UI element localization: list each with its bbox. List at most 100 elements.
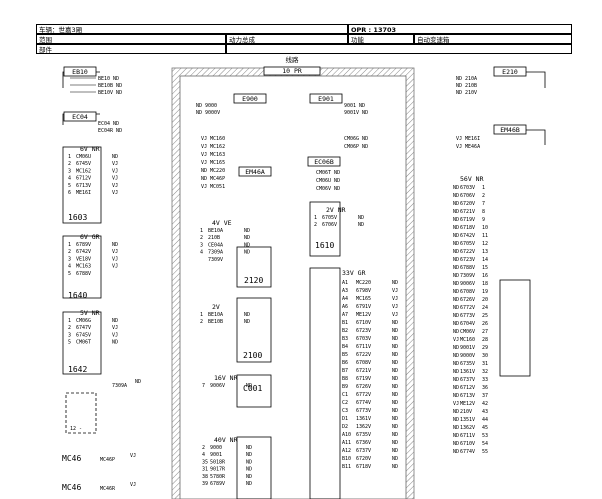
c33v-pin: B4 bbox=[342, 344, 348, 350]
c1640-wire: 6789V bbox=[76, 242, 91, 248]
c33v-color: ND bbox=[392, 360, 398, 366]
c40v-wire: 9000 bbox=[210, 445, 222, 451]
c56v-color: ND bbox=[453, 273, 459, 279]
c40v-color: ND bbox=[246, 459, 252, 465]
component-33v-box bbox=[309, 267, 341, 499]
module-em46a: EM46A bbox=[245, 168, 265, 176]
c56v-wire: 6723V bbox=[460, 257, 475, 263]
c33v-wire: 1361V bbox=[356, 416, 371, 422]
c56v-color: ND bbox=[453, 321, 459, 327]
c56v-pin: 53 bbox=[482, 433, 488, 439]
c33v-color: ND bbox=[392, 336, 398, 342]
c56v-pin: 32 bbox=[482, 369, 488, 375]
c1640-pin: 3 bbox=[68, 256, 71, 262]
c56v-wire: 6705V bbox=[460, 241, 475, 247]
c56v-color: ND bbox=[453, 241, 459, 247]
c1642-wire: CM06T bbox=[76, 340, 91, 346]
c33v-color: ND bbox=[392, 408, 398, 414]
c1642-wire: 6747V bbox=[76, 325, 91, 331]
c56v-color: ND bbox=[453, 201, 459, 207]
c56v-pin: 24 bbox=[482, 305, 488, 311]
c40v-color: ND bbox=[246, 445, 252, 451]
c33v-pin: A10 bbox=[342, 432, 351, 438]
c1603-wire: 6712V bbox=[76, 176, 91, 182]
c56v-color: ND bbox=[453, 297, 459, 303]
c33v-wire: 6735V bbox=[356, 432, 371, 438]
c40v-pin: 38 bbox=[202, 474, 208, 480]
c33v-pin: A12 bbox=[342, 448, 351, 454]
c2100-code: 2100 bbox=[243, 351, 262, 360]
ec04-wire: EC04 ND bbox=[98, 121, 119, 127]
c56v-pin: 45 bbox=[482, 425, 488, 431]
c33v-wire: 6718V bbox=[356, 464, 371, 470]
c56v-pin: 54 bbox=[482, 441, 488, 447]
e210-wire: ND 210B bbox=[456, 83, 477, 89]
c1610-wire: 6706V bbox=[322, 222, 337, 228]
e900-wire: ND 9000V bbox=[196, 110, 220, 116]
c56v-pin: 16 bbox=[482, 273, 488, 279]
c56v-pin: 25 bbox=[482, 313, 488, 319]
c56v-color: ND bbox=[453, 441, 459, 447]
c56v-wire: 9006V bbox=[460, 281, 475, 287]
c1642-color: VJ bbox=[112, 325, 118, 331]
c33v-pin: D1 bbox=[342, 416, 348, 422]
c33v-color: VJ bbox=[392, 288, 398, 294]
c12-code: 12 - bbox=[70, 426, 82, 432]
mc46r-code: MC46 bbox=[62, 483, 81, 492]
c56v-color: ND bbox=[453, 193, 459, 199]
ec04-wire: EC04R ND bbox=[98, 128, 122, 134]
c56v-wire: 7309V bbox=[460, 273, 475, 279]
c2120-pin: 1 bbox=[200, 228, 203, 234]
c56v-wire: 6774V bbox=[460, 449, 475, 455]
c33v-pin: B1 bbox=[342, 320, 348, 326]
c1603-wire: CM06U bbox=[76, 154, 91, 160]
c2100-wire: BE10A bbox=[208, 312, 223, 318]
system-cell: 动力总成 bbox=[226, 34, 348, 44]
c56v-color: ND bbox=[453, 289, 459, 295]
component-1603-box bbox=[62, 146, 102, 224]
c56v-pin: 36 bbox=[482, 385, 488, 391]
c1610-pin: 1 bbox=[314, 215, 317, 221]
c1642-wire: CM06G bbox=[76, 318, 91, 324]
c56v-color: ND bbox=[453, 449, 459, 455]
c33v-color: ND bbox=[392, 400, 398, 406]
c33v-pin: B7 bbox=[342, 368, 348, 374]
c1642-conn: 5V NR bbox=[80, 309, 100, 317]
em46b-wire: VJ ME46A bbox=[456, 144, 480, 150]
c2120-wire: 7309A bbox=[208, 250, 223, 256]
c56v-wire: 6788V bbox=[460, 265, 475, 271]
e900-wire: ND 9000 bbox=[196, 103, 217, 109]
c56v-pin: 18 bbox=[482, 281, 488, 287]
c1603-pin: 4 bbox=[68, 176, 71, 182]
e901-wire: 9001 ND bbox=[344, 103, 365, 109]
c33v-wire: 6711V bbox=[356, 344, 371, 350]
c56v-pin: 27 bbox=[482, 329, 488, 335]
c56v-wire: 6708V bbox=[460, 289, 475, 295]
c1640-pin: 1 bbox=[68, 242, 71, 248]
c56v-color: ND bbox=[453, 225, 459, 231]
c56v-wire: 6772V bbox=[460, 305, 475, 311]
c2120-pin: 2 bbox=[200, 235, 203, 241]
mc46p-color: VJ bbox=[130, 453, 136, 459]
em46b-wire: VJ ME16I bbox=[456, 136, 480, 142]
c56v-wire: 6722V bbox=[460, 249, 475, 255]
c1603-pin: 1 bbox=[68, 154, 71, 160]
c1603-color: VJ bbox=[112, 161, 118, 167]
c56v-pin: 20 bbox=[482, 297, 488, 303]
module-e900-box bbox=[233, 93, 267, 104]
em46a-wire: VJ MC051 bbox=[201, 184, 225, 190]
c33v-wire: 6720V bbox=[356, 456, 371, 462]
route-title: 线路 bbox=[286, 55, 300, 64]
c0001-code: C001 bbox=[243, 384, 262, 393]
route-label: 线路 10 PR bbox=[282, 55, 302, 75]
c33v-wire: 6710V bbox=[356, 320, 371, 326]
c56v-color: ND bbox=[453, 353, 459, 359]
c1603-wire: ME16I bbox=[76, 190, 91, 196]
c56v-pin: 26 bbox=[482, 321, 488, 327]
c33v-wire: 6721V bbox=[356, 368, 371, 374]
c1642-code: 1642 bbox=[68, 365, 87, 374]
c33v-wire: ME12V bbox=[356, 312, 371, 318]
c1642-pin: 3 bbox=[68, 332, 71, 338]
c56v-wire: CM06V bbox=[460, 329, 475, 335]
c1642-pin: 1 bbox=[68, 318, 71, 324]
